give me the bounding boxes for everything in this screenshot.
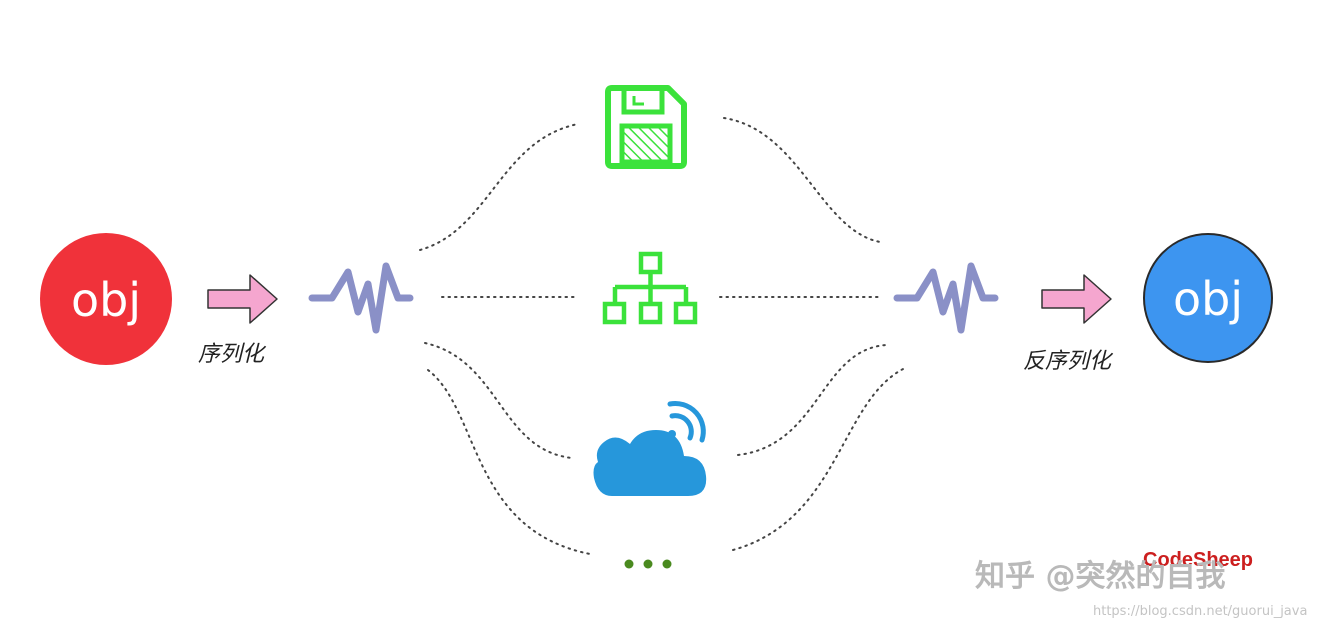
deserialize-arrow bbox=[1041, 274, 1112, 324]
zhihu-watermark: 知乎 @突然的自我 bbox=[975, 559, 1225, 594]
left-signal-wave-icon bbox=[308, 262, 414, 334]
right-connectors bbox=[719, 117, 906, 551]
floppy-disk-icon bbox=[605, 85, 687, 169]
left-connectors bbox=[419, 123, 591, 555]
source-object: obj bbox=[40, 233, 172, 365]
source-object-label: obj bbox=[71, 273, 141, 327]
network-hierarchy-icon bbox=[602, 251, 698, 325]
wireless-cloud-icon bbox=[593, 401, 707, 496]
target-object-label: obj bbox=[1173, 272, 1243, 326]
serialize-arrow bbox=[207, 274, 278, 324]
serialize-label: 序列化 bbox=[198, 342, 267, 367]
right-signal-wave-icon bbox=[893, 262, 999, 334]
url-watermark: https://blog.csdn.net/guorui_java bbox=[1093, 604, 1307, 619]
deserialize-label: 反序列化 bbox=[1023, 349, 1114, 374]
ellipsis-icon bbox=[624, 559, 672, 569]
target-object: obj bbox=[1143, 233, 1273, 363]
brand-watermark: CodeSheep bbox=[1143, 549, 1253, 571]
